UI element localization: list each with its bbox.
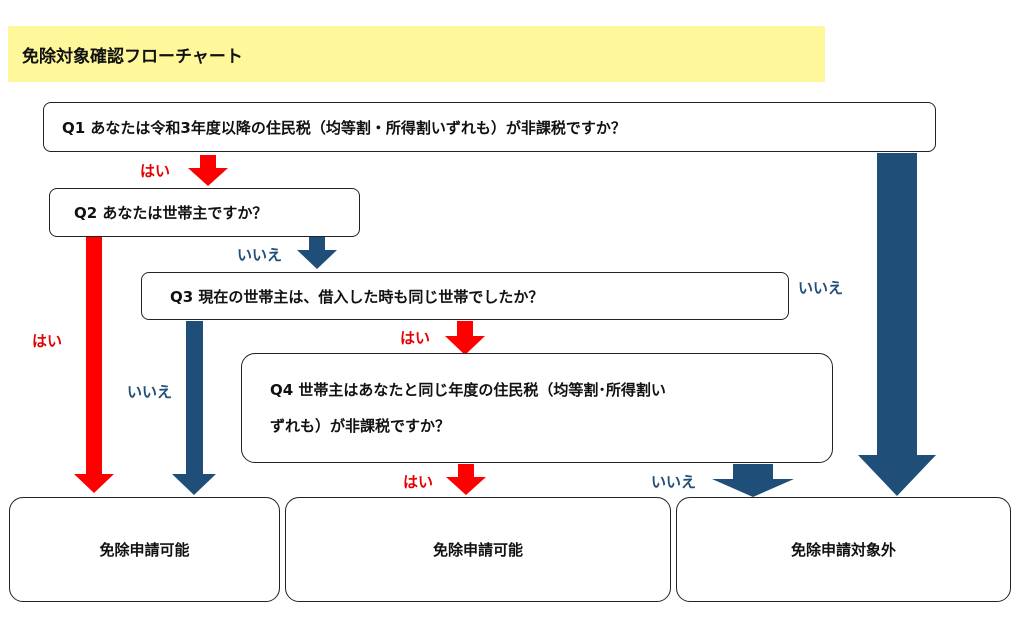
question-q4: Q4 世帯主はあなたと同じ年度の住民税（均等割･所得割い ずれも）が非課税ですか… <box>241 353 833 463</box>
result-3-text: 免除申請対象外 <box>790 541 896 559</box>
arrow-q3-yes <box>445 321 485 355</box>
label-q2-yes: はい <box>32 332 63 350</box>
arrow-q1-yes <box>188 155 228 186</box>
label-q2-no: いいえ <box>237 246 283 264</box>
question-q4-text-line2: ずれも）が非課税ですか？ <box>270 417 451 435</box>
label-q4-no: いいえ <box>651 473 697 491</box>
question-q3-text: Q3 現在の世帯主は、借入した時も同じ世帯でしたか？ <box>170 287 544 306</box>
label-q1-no: いいえ <box>798 279 844 297</box>
label-q3-yes: はい <box>400 329 431 347</box>
result-1-text: 免除申請可能 <box>99 541 190 559</box>
result-exempt-eligible-1: 免除申請可能 <box>9 497 280 602</box>
result-2-text: 免除申請可能 <box>432 541 523 559</box>
result-exempt-eligible-2: 免除申請可能 <box>285 497 671 602</box>
arrow-q2-yes <box>74 237 114 493</box>
question-q2-text: Q2 あなたは世帯主ですか？ <box>74 204 268 222</box>
arrow-q1-no <box>858 153 936 496</box>
arrow-q4-no <box>712 464 794 497</box>
question-q3: Q3 現在の世帯主は、借入した時も同じ世帯でしたか？ <box>141 272 789 320</box>
label-q1-yes: はい <box>140 162 171 180</box>
label-q4-yes: はい <box>403 473 434 491</box>
question-q2: Q2 あなたは世帯主ですか？ <box>49 188 360 237</box>
result-not-eligible: 免除申請対象外 <box>676 497 1011 602</box>
question-q4-text-line1: Q4 世帯主はあなたと同じ年度の住民税（均等割･所得割い <box>270 381 666 399</box>
label-q3-no: いいえ <box>127 383 173 401</box>
arrow-q4-yes <box>446 464 486 495</box>
chart-title: 免除対象確認フローチャート <box>8 26 825 82</box>
arrow-q3-no <box>172 321 216 495</box>
chart-title-text: 免除対象確認フローチャート <box>22 46 243 67</box>
question-q1: Q1 あなたは令和3年度以降の住民税（均等割・所得割いずれも）が非課税ですか？ <box>43 102 936 152</box>
arrow-q2-no <box>297 237 337 269</box>
question-q1-text: Q1 あなたは令和3年度以降の住民税（均等割・所得割いずれも）が非課税ですか？ <box>62 118 626 137</box>
